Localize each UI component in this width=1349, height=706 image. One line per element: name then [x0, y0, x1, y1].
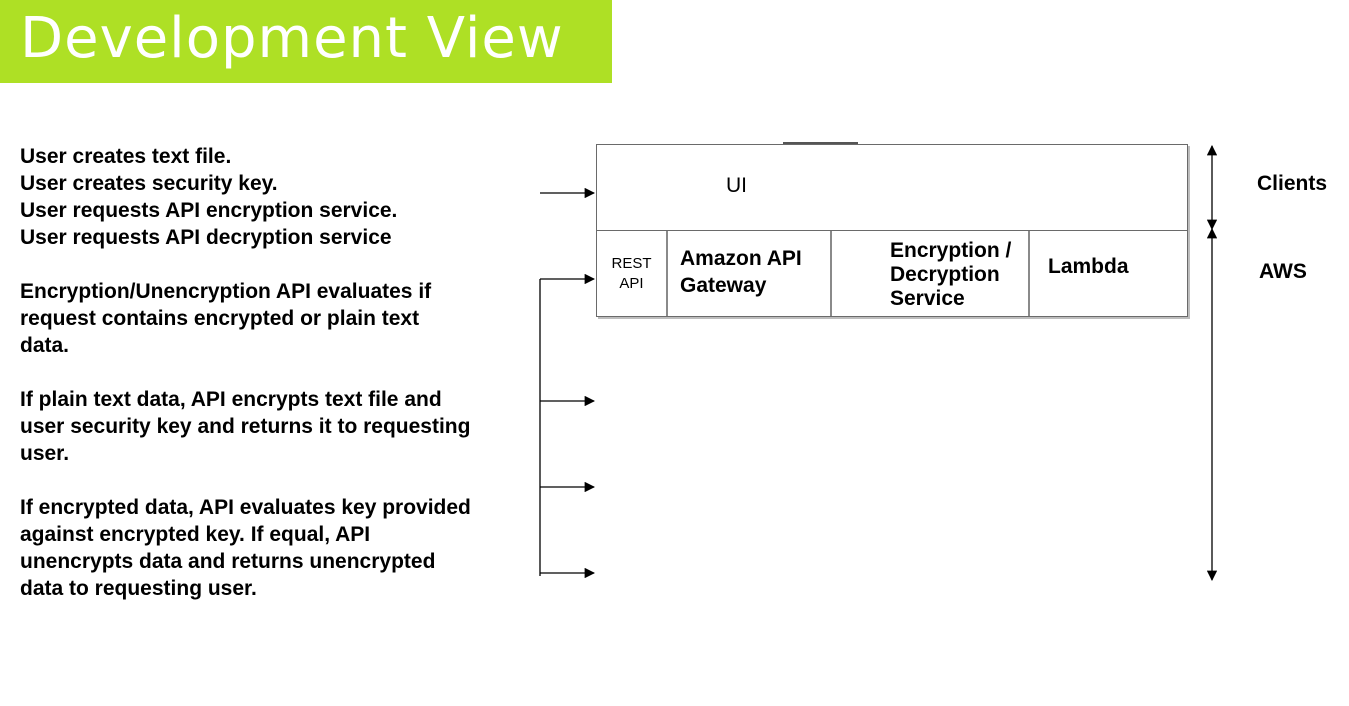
- step-line: User creates text file.: [20, 145, 232, 168]
- step-line: If plain text data, API encrypts text fi…: [20, 388, 442, 411]
- step-line: If encrypted data, API evaluates key pro…: [20, 496, 471, 519]
- step-line: data to requesting user.: [20, 577, 257, 600]
- lambda-label: Lambda: [1048, 255, 1129, 278]
- api-gateway-cell: Amazon API Gateway: [668, 231, 832, 316]
- aws-label: AWS: [1259, 260, 1307, 283]
- rest-api-cell: REST API: [597, 231, 668, 316]
- ui-layer-box: [596, 144, 1188, 231]
- clients-label: Clients: [1257, 172, 1328, 195]
- encryption-service-label-line: Service: [890, 287, 965, 310]
- step-paragraph-1: User creates text file. User creates sec…: [20, 143, 540, 251]
- ui-label: UI: [726, 174, 747, 197]
- step-line: User creates security key.: [20, 172, 278, 195]
- api-gateway-label: Amazon API Gateway: [680, 245, 802, 299]
- encryption-service-label-line: Encryption /: [890, 239, 1012, 262]
- step-line: Encryption/Unencryption API evaluates if: [20, 280, 432, 303]
- step-line: unencrypts data and returns unencrypted: [20, 550, 436, 573]
- api-gateway-label-line: Gateway: [680, 274, 767, 297]
- step-line: User requests API decryption service: [20, 226, 392, 249]
- lambda-cell: Lambda: [1030, 231, 1187, 316]
- encryption-service-label-line: Decryption: [890, 263, 1000, 286]
- step-line: user security key and returns it to requ…: [20, 415, 471, 438]
- encryption-service-cell: Encryption / Decryption Service: [832, 231, 1030, 316]
- step-line: request contains encrypted or plain text: [20, 307, 420, 330]
- rest-api-label-line: REST: [611, 255, 652, 272]
- step-line: data.: [20, 334, 70, 357]
- title-banner: Development View: [0, 0, 612, 83]
- step-paragraph-4: If encrypted data, API evaluates key pro…: [20, 494, 540, 602]
- step-paragraph-3: If plain text data, API encrypts text fi…: [20, 386, 540, 467]
- step-paragraph-2: Encryption/Unencryption API evaluates if…: [20, 278, 540, 359]
- rest-api-label-line: API: [619, 275, 644, 292]
- step-line: against encrypted key. If equal, API: [20, 523, 371, 546]
- encryption-service-label: Encryption / Decryption Service: [890, 239, 1011, 311]
- process-steps: User creates text file. User creates sec…: [20, 143, 540, 629]
- aws-layer-row: REST API Amazon API Gateway Encryption /…: [596, 230, 1188, 317]
- rest-api-label: REST API: [597, 254, 666, 294]
- step-line: User requests API encryption service.: [20, 199, 398, 222]
- step-line: user.: [20, 442, 70, 465]
- api-gateway-label-line: Amazon API: [680, 247, 802, 270]
- page-title: Development View: [20, 6, 564, 71]
